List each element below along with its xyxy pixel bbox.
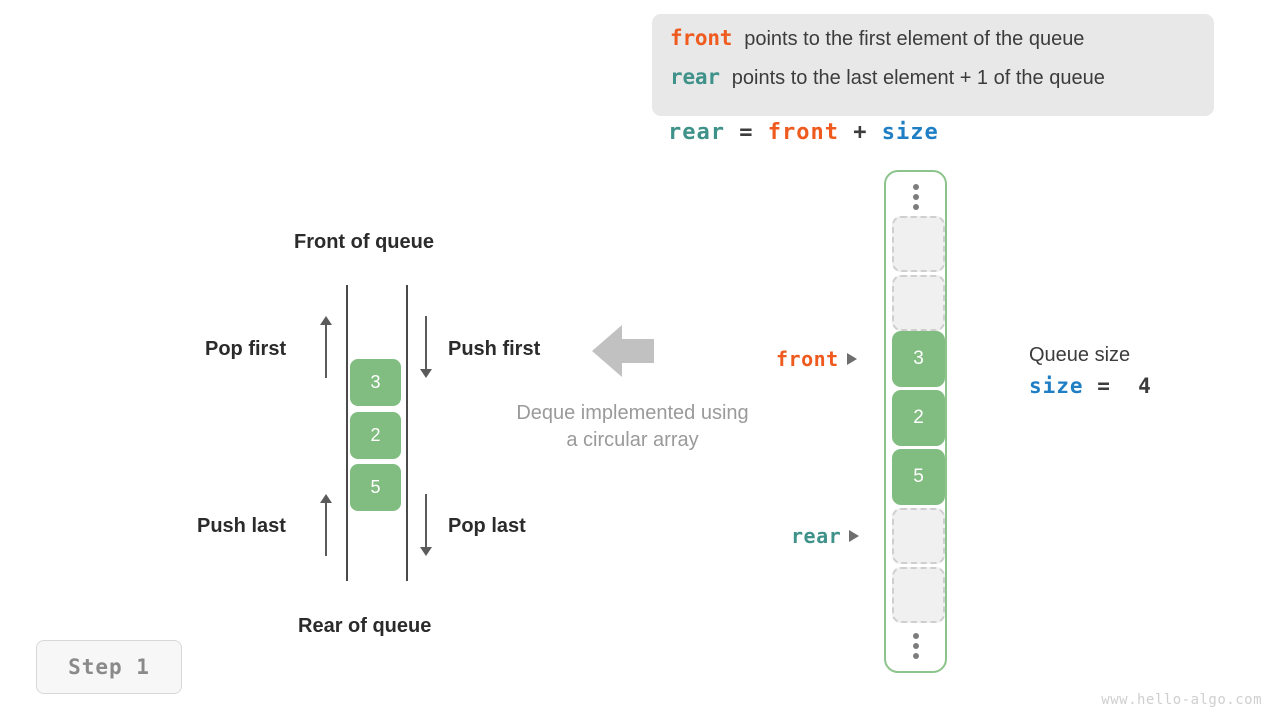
array-slot [892,508,945,564]
rear-pointer-label: rear [791,524,842,548]
front-pointer: front [776,347,857,371]
op-label-pop-last: Pop last [448,515,526,537]
formula-rear: rear [668,120,725,145]
legend-row-rear: rear points to the last element + 1 of t… [670,65,1214,104]
left-pointing-arrow-icon [592,325,654,377]
rear-of-queue-label: Rear of queue [298,615,432,637]
queue-size-expression: size = 4 [1029,370,1165,402]
queue-size-block: Queue size size = 4 [1029,340,1165,402]
formula-equals: = [724,120,768,145]
formula-size: size [881,120,939,145]
pop-first-arrow-icon [318,316,334,378]
front-of-queue-label: Front of queue [294,231,434,253]
size-value: 4 [1124,374,1166,398]
circular-array-container: 3 2 5 [884,170,947,673]
size-equals: = [1083,374,1125,398]
deque-cell: 2 [350,412,401,459]
push-last-arrow-icon [318,494,334,556]
pointer-legend-box: front points to the first element of the… [652,14,1214,116]
op-label-push-last: Push last [197,515,286,537]
caption-line-2: a circular array [566,429,699,451]
vertical-ellipsis-icon-top [912,184,919,210]
deque-rail-left [346,285,348,581]
deque-cell: 5 [350,464,401,511]
pointer-arrow-icon [846,353,857,365]
queue-size-title: Queue size [1029,344,1131,366]
watermark: www.hello-algo.com [1101,692,1262,708]
legend-row-front: front points to the first element of the… [670,26,1214,65]
array-slot [892,216,945,272]
formula-plus: + [838,120,882,145]
caption-line-1: Deque implemented using [516,402,749,424]
front-pointer-label: front [776,347,839,371]
push-first-arrow-icon [418,316,434,378]
deque-cell: 3 [350,359,401,406]
rear-formula: rear = front + size [668,120,939,145]
size-var: size [1029,374,1084,398]
pop-last-arrow-icon [418,494,434,556]
vertical-ellipsis-icon-bottom [912,633,919,659]
diagram-caption: Deque implemented using a circular array [460,400,805,454]
op-label-pop-first: Pop first [205,338,287,360]
array-slot: 3 [892,331,945,387]
rear-pointer: rear [791,524,860,548]
array-slot: 5 [892,449,945,505]
array-slot [892,275,945,331]
step-badge: Step 1 [36,640,182,694]
pointer-arrow-icon [849,530,860,542]
legend-text-front: points to the first element of the queue [744,28,1085,50]
deque-rail-right [406,285,408,581]
legend-text-rear: points to the last element + 1 of the qu… [731,67,1105,89]
array-slot: 2 [892,390,945,446]
array-slot [892,567,945,623]
formula-front: front [767,120,839,145]
legend-key-front: front [670,26,733,50]
legend-key-rear: rear [670,65,720,89]
op-label-push-first: Push first [448,338,541,360]
